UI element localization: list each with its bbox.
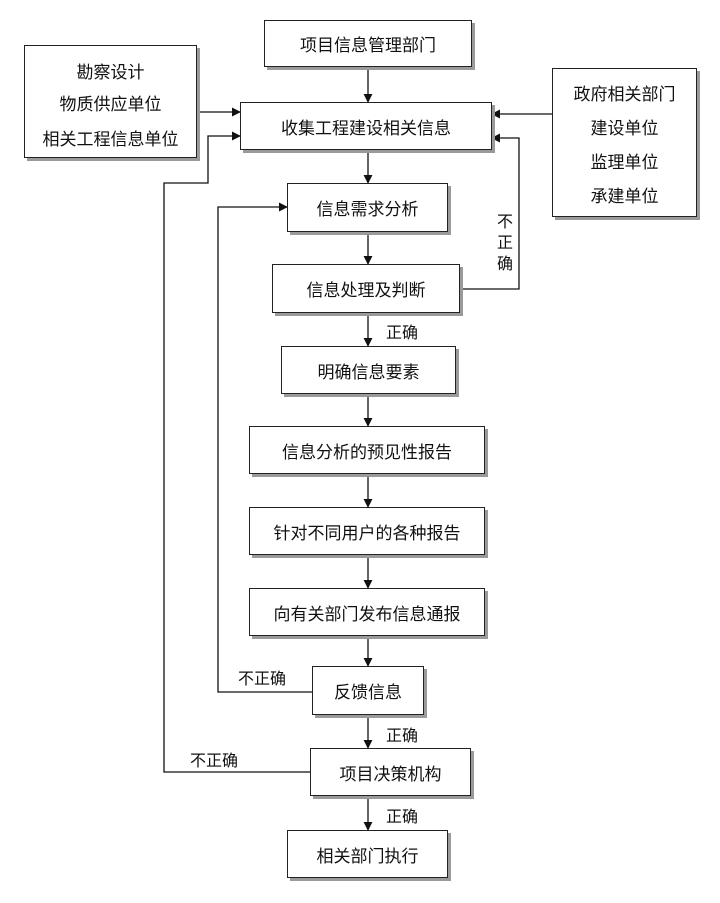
node-collect-info: 收集工程建设相关信息 [240, 102, 492, 150]
right-source-owner: 建设单位 [590, 119, 659, 139]
label-vertical-char-3: 确 [496, 254, 513, 273]
label-correct-process: 正确 [386, 319, 419, 343]
node-user-reports: 针对不同用户的各种报告 [249, 507, 485, 555]
node-execution: 相关部门执行 [287, 830, 448, 878]
label-correct-feedback: 正确 [386, 722, 419, 746]
left-source-supply: 物质供应单位 [59, 95, 162, 115]
label-vertical-char-1: 不 [496, 212, 513, 231]
arrow-decision-incorrect [163, 131, 310, 773]
arrow-process-incorrect [460, 133, 520, 290]
node-project-info-dept: 项目信息管理部门 [264, 20, 472, 67]
left-source-survey: 勘察设计 [76, 63, 145, 83]
right-source-supervisor: 监理单位 [590, 153, 659, 173]
label-incorrect-decision: 不正确 [190, 747, 239, 771]
left-source-related: 相关工程信息单位 [42, 130, 179, 150]
node-publish-bulletin: 向有关部门发布信息通报 [249, 588, 485, 636]
node-process-judge: 信息处理及判断 [272, 264, 460, 313]
node-feedback: 反馈信息 [312, 666, 424, 715]
label-correct-decision: 正确 [386, 803, 419, 827]
left-sources-box: 勘察设计 物质供应单位 相关工程信息单位 [24, 45, 197, 158]
node-clarify-elements: 明确信息要素 [281, 346, 456, 394]
node-predictive-report: 信息分析的预见性报告 [249, 426, 485, 474]
node-decision-body: 项目决策机构 [310, 748, 471, 796]
node-needs-analysis: 信息需求分析 [287, 183, 448, 232]
right-source-gov: 政府相关部门 [573, 85, 676, 105]
arrow-feedback-incorrect [217, 202, 312, 693]
right-sources-box: 政府相关部门 建设单位 监理单位 承建单位 [552, 68, 697, 217]
label-vertical-char-2: 正 [496, 233, 513, 252]
label-incorrect-feedback: 不正确 [238, 665, 287, 689]
right-source-contractor: 承建单位 [590, 187, 659, 207]
